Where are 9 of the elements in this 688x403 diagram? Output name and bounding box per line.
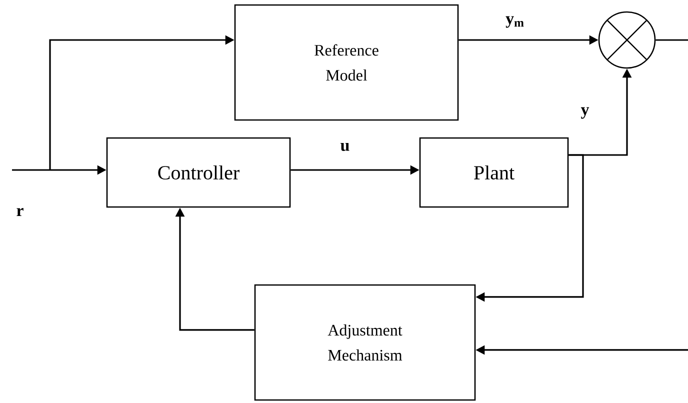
block-box: Plant — [419, 137, 569, 208]
block-box: Controller — [106, 137, 291, 208]
signal-label: u — [339, 142, 351, 152]
block-box: Reference Model — [234, 4, 459, 121]
signal-label: r — [15, 206, 25, 217]
signal-label: y — [580, 106, 590, 120]
multiplier-circle — [598, 11, 656, 69]
signal-label: y$_{m}$ — [504, 15, 526, 29]
block-box: Adjustment Mechanism — [254, 284, 476, 401]
